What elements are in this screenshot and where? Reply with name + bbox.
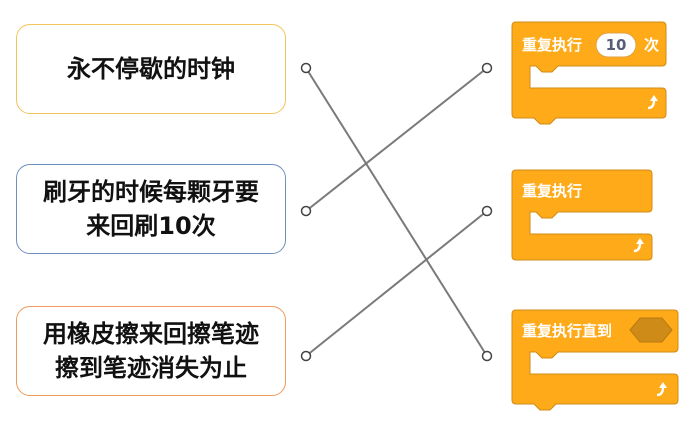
connection-line	[305, 210, 488, 357]
right-endpoint[interactable]	[481, 62, 493, 74]
left-endpoint[interactable]	[300, 205, 312, 217]
forever-block[interactable]: 重复执行	[511, 169, 657, 266]
block-label: 重复执行	[522, 182, 582, 200]
block-shape	[511, 169, 653, 261]
statement-card-eraser[interactable]: 用橡皮擦来回擦笔迹 擦到笔迹消失为止	[16, 306, 286, 396]
block-suffix: 次	[644, 36, 659, 54]
statement-line: 擦到笔迹消失为止	[55, 354, 247, 382]
hexagon-slot-icon[interactable]	[629, 317, 673, 343]
statement-card-brush-teeth[interactable]: 刷牙的时候每颗牙要 来回刷10次	[16, 164, 286, 254]
right-endpoint[interactable]	[481, 350, 493, 362]
repeat-count-value: 10	[606, 36, 627, 54]
loop-arrow-icon	[647, 95, 658, 110]
statement-line: 刷牙的时候每颗牙要	[43, 178, 259, 206]
repeat-count-input[interactable]	[595, 32, 637, 58]
loop-arrow-icon	[656, 382, 667, 397]
repeat-until-block[interactable]: 重复执行直到	[511, 309, 682, 411]
repeat-n-times-block[interactable]: 重复执行 10 次	[511, 21, 672, 125]
connection-line	[305, 67, 488, 212]
connection-line	[305, 67, 488, 357]
left-endpoint[interactable]	[300, 62, 312, 74]
loop-arrow-icon	[633, 238, 644, 253]
statement-line: 来回刷10次	[86, 212, 216, 240]
statement-card-clock[interactable]: 永不停歇的时钟	[16, 24, 286, 114]
statement-text: 用橡皮擦来回擦笔迹 擦到笔迹消失为止	[43, 317, 259, 385]
block-label: 重复执行直到	[522, 322, 612, 340]
statement-line: 用橡皮擦来回擦笔迹	[43, 320, 259, 348]
block-label: 重复执行	[522, 36, 582, 54]
statement-line: 永不停歇的时钟	[67, 55, 235, 83]
left-endpoint[interactable]	[300, 350, 312, 362]
statement-text: 永不停歇的时钟	[67, 52, 235, 86]
right-endpoint[interactable]	[481, 205, 493, 217]
statement-text: 刷牙的时候每颗牙要 来回刷10次	[43, 175, 259, 243]
